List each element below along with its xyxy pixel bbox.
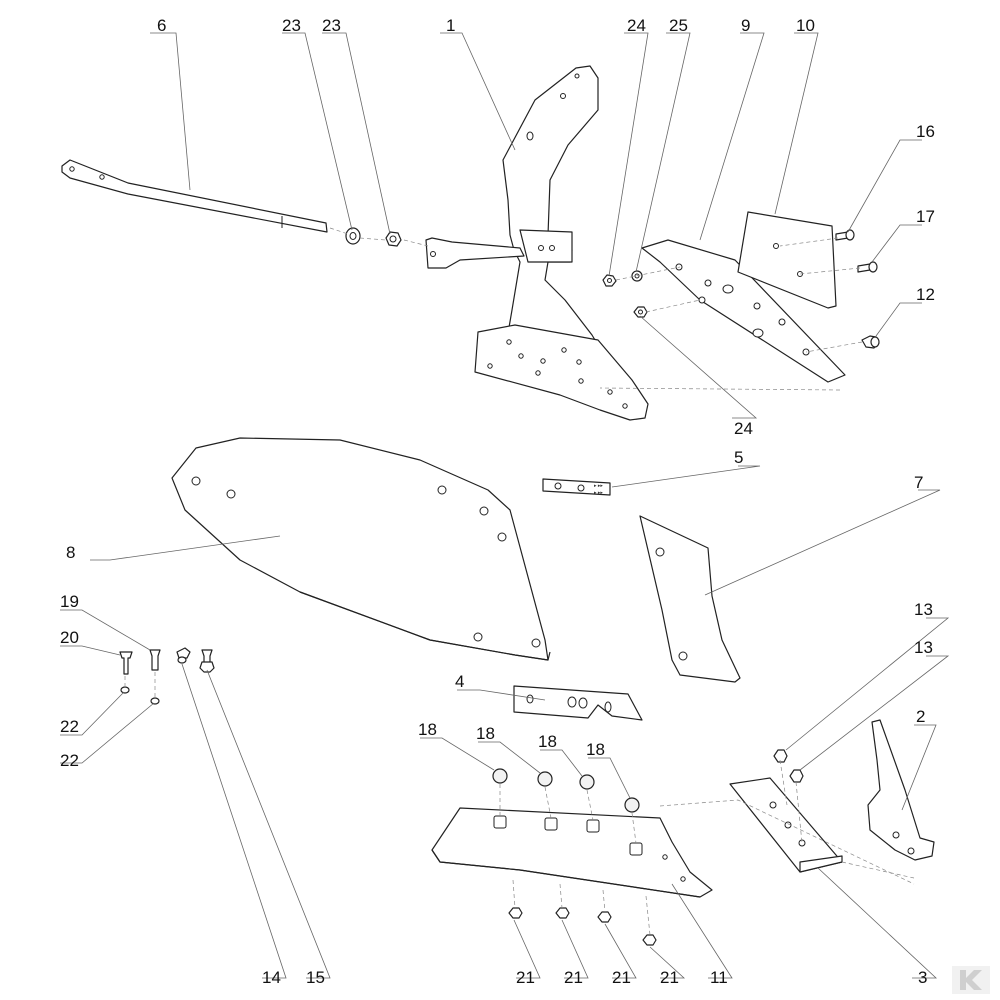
- callout-16: 16: [916, 122, 935, 141]
- part-23-nuts: [345, 227, 402, 247]
- callout-6: 6: [157, 16, 166, 35]
- callout-17: 17: [916, 207, 935, 226]
- leader-lines: [60, 32, 950, 979]
- part-2-wing: [867, 719, 935, 861]
- callout-13-a: 13: [914, 600, 933, 619]
- part-7-shin: [639, 515, 741, 683]
- callout-9: 9: [741, 16, 750, 35]
- part-5-strip: ▸ ▸▸ ▸ ▸▸: [542, 478, 611, 496]
- svg-text:▸ ▸▸: ▸ ▸▸: [594, 490, 603, 496]
- callout-25: 25: [669, 16, 688, 35]
- part-16-17-12-bolts: [835, 229, 880, 349]
- callout-24-b: 24: [734, 419, 753, 438]
- callout-21-b: 21: [564, 968, 583, 987]
- callout-11: 11: [710, 968, 728, 987]
- part-19-20-22-14-15-fasteners: [119, 647, 215, 705]
- callout-21-a: 21: [516, 968, 535, 987]
- part-11-share: [431, 807, 713, 898]
- callout-22-b: 22: [60, 751, 79, 770]
- callout-21-d: 21: [660, 968, 679, 987]
- callout-18-a: 18: [418, 720, 437, 739]
- callout-13-b: 13: [914, 638, 933, 657]
- callout-15: 15: [306, 968, 325, 987]
- callout-12: 12: [916, 285, 935, 304]
- callout-10: 10: [796, 16, 815, 35]
- callout-22-a: 22: [60, 717, 79, 736]
- part-13-bolts: [773, 749, 804, 783]
- callout-21-c: 21: [612, 968, 631, 987]
- assembly-dash-lines: [124, 227, 915, 936]
- callout-3: 3: [918, 968, 927, 987]
- svg-text:▸ ▸▸: ▸ ▸▸: [594, 483, 603, 489]
- callout-8: 8: [66, 543, 75, 562]
- callout-7: 7: [914, 473, 923, 492]
- part-10-plate: [737, 211, 837, 309]
- callout-23-b: 23: [322, 16, 341, 35]
- callout-19: 19: [60, 592, 79, 611]
- part-3-point: [729, 777, 843, 873]
- callout-labels: 6 23 23 1 24 25 9 10 16 17 12 24 5 7 8 1…: [60, 16, 935, 987]
- callout-18-c: 18: [538, 732, 557, 751]
- part-1-frame: [425, 65, 649, 421]
- part-9-landside-bar: [641, 239, 846, 383]
- callout-23-a: 23: [282, 16, 301, 35]
- callout-1: 1: [446, 16, 455, 35]
- callout-5: 5: [734, 448, 743, 467]
- callout-18-b: 18: [476, 724, 495, 743]
- callout-14: 14: [262, 968, 281, 987]
- callout-2: 2: [916, 707, 925, 726]
- part-24-25-fasteners: [602, 270, 648, 318]
- part-8-mouldboard: [171, 437, 551, 661]
- part-21-nuts: [508, 907, 657, 946]
- callout-20: 20: [60, 628, 79, 647]
- callout-24-a: 24: [627, 16, 646, 35]
- callout-18-d: 18: [586, 740, 605, 759]
- part-4-plate: [513, 685, 643, 721]
- part-6-rod: [61, 159, 328, 233]
- brand-logo-icon: [952, 966, 990, 994]
- callout-4: 4: [455, 672, 464, 691]
- part-18-bolt-heads: [492, 768, 640, 813]
